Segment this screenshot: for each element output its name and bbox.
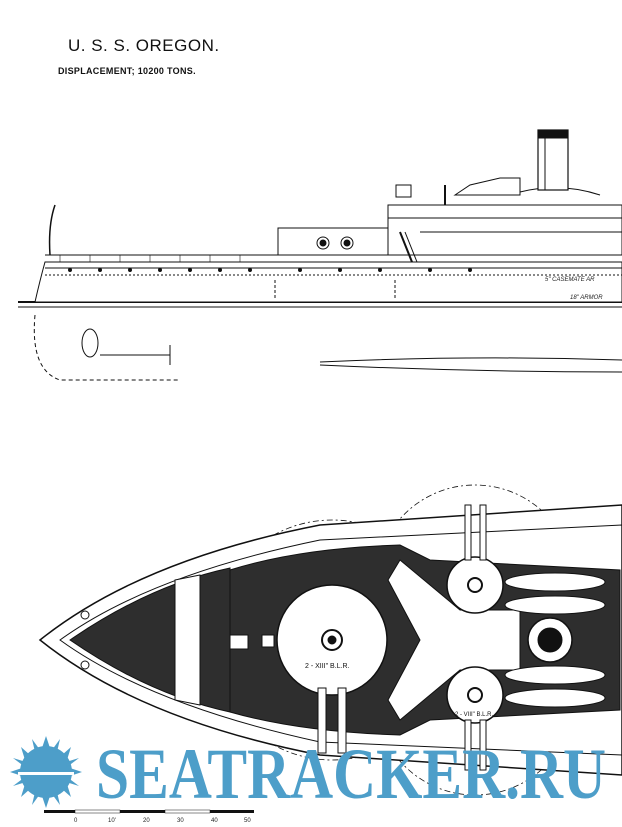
drawing-title: U. S. S. OREGON.	[68, 36, 220, 55]
armor-label: 18" ARMOR	[570, 295, 603, 301]
forward-turret-label: 2 - XIII" B.L.R.	[305, 663, 350, 670]
displacement-label: DISPLACEMENT; 10200 TONS.	[58, 66, 196, 76]
watermark-text: SEATRACKER.RU	[96, 734, 606, 814]
scale-tick-20: 20	[143, 818, 150, 824]
watermark-sun-icon	[10, 736, 82, 808]
casemate-label: 5" CASEMATE AR	[545, 277, 595, 283]
scale-tick-50: 50	[244, 818, 251, 824]
plan-view: 2 - XIII" B.L.R. 2 - VIII" B.L.R.	[38, 484, 622, 796]
scale-bar: 0 10' 20 30 40 50	[44, 809, 254, 824]
wing-turret-label: 2 - VIII" B.L.R.	[455, 712, 493, 718]
scale-tick-10: 10'	[108, 818, 116, 824]
scale-tick-30: 30	[177, 818, 184, 824]
scale-tick-0: 0	[74, 818, 78, 824]
profile-view: 5" CASEMATE AR 18" ARMOR	[18, 129, 622, 381]
scale-tick-40: 40	[211, 818, 218, 824]
